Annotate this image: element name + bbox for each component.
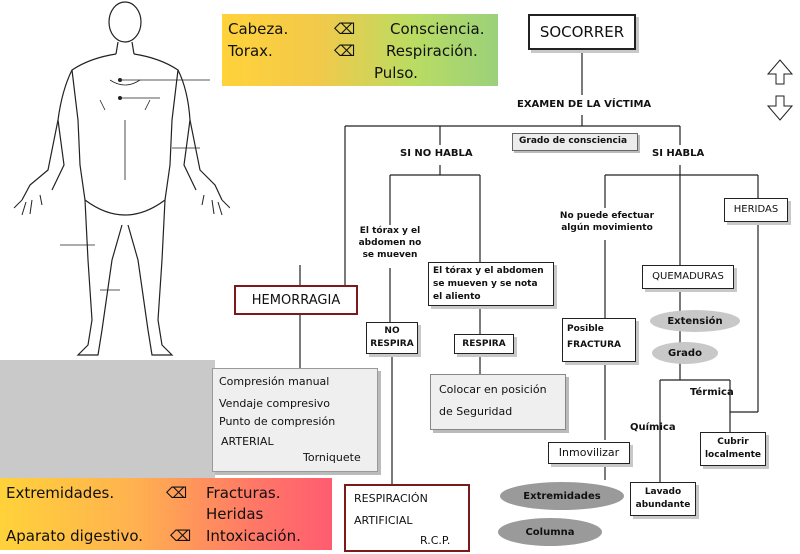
termica-label: Térmica [690,387,734,398]
panel-consciencia: Consciencia. [390,20,485,38]
arrow-icon: ⌫ [334,42,356,60]
panel-torax: Torax. [228,42,273,60]
socorrer-box: SOCORRER [528,14,636,50]
heridas-box: HERIDAS [724,198,788,222]
no-puede-text: No puede efectuar algún movimiento [559,211,655,233]
columna-ellipse: Columna [498,518,602,546]
quimica-label: Química [630,422,676,433]
arrow-icon: ⌫ [166,484,188,502]
arrow-icon: ⌫ [334,20,356,38]
human-body-figure [13,1,230,356]
bottom-body-panel: Extremidades. ⌫ Fracturas. Heridas Apara… [0,478,332,550]
grado-consciencia-box: Grado de consciencia [512,133,638,151]
cubrir-box: Cubrir localmente [700,432,766,466]
nav-arrows[interactable] [766,58,794,122]
lavado-box: Lavado abundante [630,482,696,516]
panel-extremidades: Extremidades. [6,484,115,502]
panel-cabeza: Cabeza. [228,20,289,38]
gray-texture-patch [0,360,215,480]
panel-intoxicacion: Intoxicación. [206,527,301,545]
inmovilizar-box: Inmovilizar [548,442,630,464]
panel-pulso: Pulso. [374,64,418,82]
hemorragia-steps-box: Compresión manual Vendaje compresivo Pun… [212,368,378,472]
posible-fractura-box: Posible FRACTURA [562,318,636,362]
colocar-box: Colocar en posición de Seguridad [430,374,566,430]
panel-respiracion: Respiración. [386,42,478,60]
quemaduras-box: QUEMADURAS [642,265,734,289]
top-body-panel: Cabeza. ⌫ Consciencia. Torax. ⌫ Respirac… [222,14,498,86]
panel-aparato-digestivo: Aparato digestivo. [6,527,144,545]
socorrer-label: SOCORRER [539,23,625,41]
grado-consciencia-label: Grado de consciencia [519,136,628,146]
si-habla-label: SI HABLA [652,148,705,159]
up-down-arrow-icon[interactable] [766,58,794,122]
panel-fracturas: Fracturas. [206,484,281,502]
respiracion-artificial-box: RESPIRACIÓN ARTIFICIAL R.C.P. [344,484,470,552]
torax-no-text: El tórax y el abdomen no se mueven [358,226,422,260]
torax-si-box: El tórax y el abdomen se mueven y se not… [428,262,554,306]
examen-label: EXAMEN DE LA VÍCTIMA [517,99,652,110]
extension-ellipse: Extensión [650,310,740,332]
hemorragia-box: HEMORRAGIA [234,285,358,315]
arrow-icon: ⌫ [170,527,192,545]
panel-heridas: Heridas [206,505,264,523]
respira-box: RESPIRA [454,334,514,354]
si-no-habla-label: SI NO HABLA [400,148,473,159]
extremidades-ellipse: Extremidades [500,482,624,510]
grado-ellipse: Grado [652,342,718,364]
no-respira-box: NO RESPIRA [366,322,418,354]
